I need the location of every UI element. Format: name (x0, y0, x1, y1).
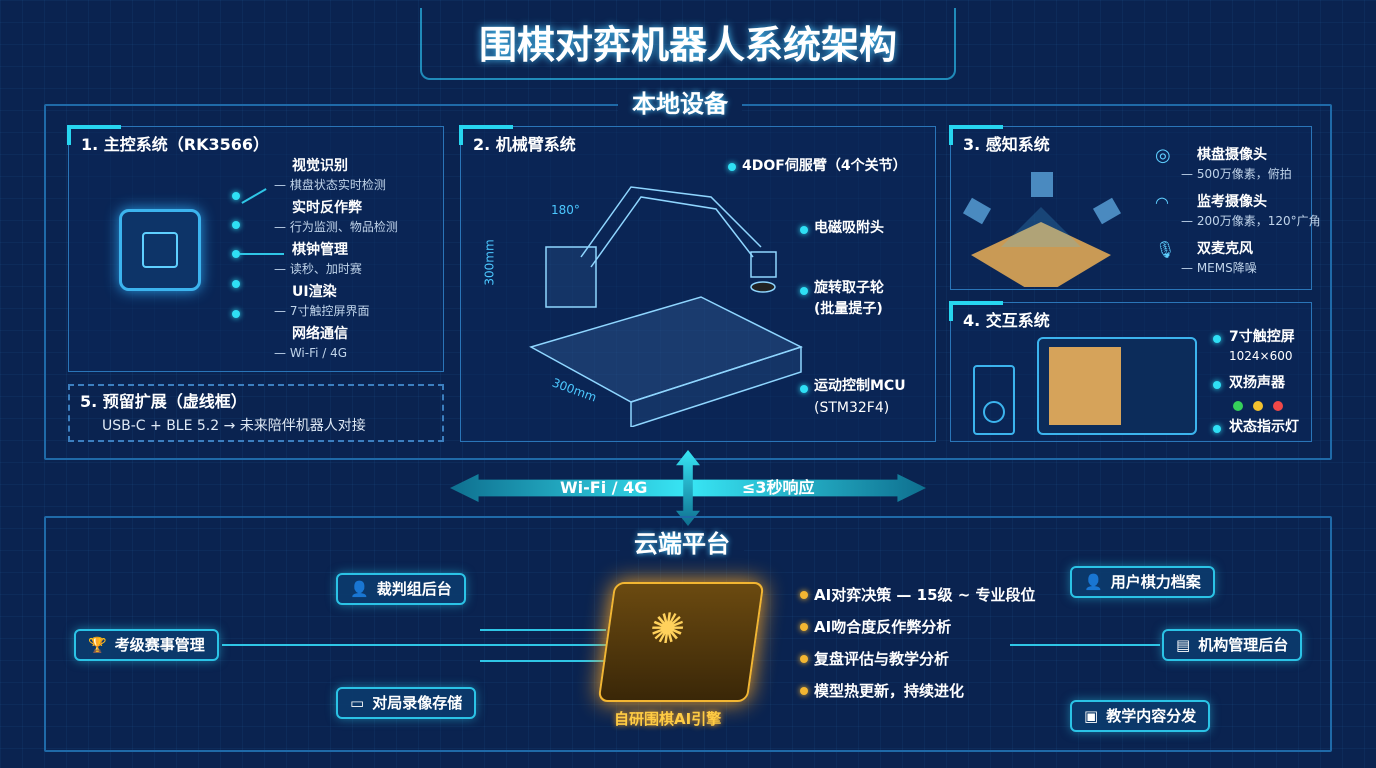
feature-label: 网络通信 (292, 326, 348, 342)
magnet-head-label: 电磁吸附头 (814, 220, 884, 236)
feature-desc: — 行为监测、物品检测 (274, 220, 398, 234)
microphone-icon: 🎙 (1155, 240, 1176, 259)
user-icon: 👤 (350, 580, 369, 598)
institution-backend-box[interactable]: ▤ 机构管理后台 (1162, 629, 1303, 661)
panel-title: 1. 主控系统（RK3566） (81, 135, 270, 154)
box-label: 考级赛事管理 (114, 636, 205, 654)
capture-wheel-desc: (批量提子) (814, 301, 883, 317)
ai-feature: AI吻合度反作弊分析 (814, 618, 952, 636)
user-rating-box[interactable]: 👤 用户棋力档案 (1070, 566, 1215, 598)
box-label: 教学内容分发 (1106, 707, 1197, 725)
cloud-platform-section (44, 516, 1332, 752)
panel-title: 4. 交互系统 (963, 311, 1050, 330)
reserve-title: 5. 预留扩展（虚线框） (80, 392, 247, 411)
box-label: 用户棋力档案 (1110, 573, 1201, 591)
camera-icon: ◎ (1155, 145, 1171, 166)
touchscreen-label: 7寸触控屏 (1229, 329, 1295, 345)
box-label: 裁判组后台 (376, 580, 452, 598)
sensor-desc: — MEMS降噪 (1181, 261, 1257, 275)
mcu-label: 运动控制MCU (814, 378, 906, 394)
sensor-label: 监考摄像头 (1197, 194, 1267, 210)
wide-angle-icon: ◠ (1155, 193, 1169, 212)
flow-line (222, 644, 606, 646)
feature-label: UI渲染 (292, 284, 337, 300)
interaction-panel: 4. 交互系统 7寸触控屏 1024×600 双扬声器 状态指示灯 (949, 301, 1312, 442)
sensor-desc: — 200万像素，120°广角 (1181, 214, 1321, 228)
mcu-desc: (STM32F4) (814, 400, 890, 416)
feature-label: 实时反作弊 (292, 200, 362, 216)
panel-title: 2. 机械臂系统 (473, 135, 576, 154)
referee-backend-box[interactable]: 👤 裁判组后台 (336, 573, 466, 605)
touchscreen-desc: 1024×600 (1229, 349, 1293, 363)
feature-desc: — 棋盘状态实时检测 (274, 178, 386, 192)
box-label: 对局录像存储 (372, 694, 463, 712)
box-label: 机构管理后台 (1198, 636, 1289, 654)
robot-arm-illustration (529, 186, 803, 427)
feature-label: 棋钟管理 (292, 242, 348, 258)
sensing-board-illustration (962, 172, 1121, 287)
arm-servo-label: 4DOF伺服臂（4个关节） (742, 158, 907, 174)
cloud-heading: 云端平台 (620, 530, 744, 559)
speaker-label: 双扬声器 (1229, 375, 1285, 391)
status-light-red (1273, 401, 1283, 411)
video-icon: ▭ (350, 694, 365, 712)
rotation-angle-label: 180° (551, 203, 580, 217)
exam-event-box[interactable]: 🏆 考级赛事管理 (74, 629, 219, 661)
game-recording-box[interactable]: ▭ 对局录像存储 (336, 687, 477, 719)
capture-wheel-label: 旋转取子轮 (814, 280, 884, 296)
ai-feature: AI对弈决策 — 15级 ~ 专业段位 (814, 586, 1036, 604)
go-board-display (1049, 347, 1121, 425)
feature-desc: — Wi-Fi / 4G (274, 346, 348, 360)
flow-line (1010, 644, 1160, 646)
robot-arm-panel: 2. 机械臂系统 180° 300mm 300mm (459, 125, 936, 442)
user-icon: 👤 (1084, 573, 1103, 591)
local-devices-heading: 本地设备 (618, 90, 742, 119)
ai-engine-chip: ✺ (597, 582, 765, 702)
feature-desc: — 读秒、加时赛 (274, 262, 362, 276)
link-network-label: Wi-Fi / 4G (560, 478, 648, 497)
sensor-label: 双麦克风 (1197, 241, 1253, 257)
sensing-panel: 3. 感知系统 ◎ 棋盘摄像头 — 500万像素，俯拍 ◠ 监考摄像头 — 20… (949, 125, 1321, 290)
flow-line (480, 660, 606, 662)
trophy-icon: 🏆 (88, 636, 107, 654)
reserve-desc: USB-C + BLE 5.2 → 未来陪伴机器人对接 (102, 418, 366, 434)
table-icon: ▤ (1176, 636, 1191, 654)
brain-icon: ✺ (646, 604, 689, 653)
speaker-icon (973, 365, 1015, 435)
height-dimension: 300mm (482, 239, 497, 286)
sensor-desc: — 500万像素，俯拍 (1181, 167, 1292, 181)
teaching-content-box[interactable]: ▣ 教学内容分发 (1070, 700, 1211, 732)
status-light-green (1233, 401, 1243, 411)
touchscreen-mockup (1037, 337, 1197, 435)
processor-chip-icon (119, 209, 201, 291)
flow-line (480, 629, 606, 631)
title-frame (420, 8, 956, 80)
ai-feature: 复盘评估与教学分析 (814, 650, 950, 668)
ai-engine-label: 自研围棋AI引擎 (614, 710, 722, 728)
page-title: 围棋对弈机器人系统架构 (478, 23, 897, 67)
sensor-label: 棋盘摄像头 (1197, 147, 1267, 163)
panel-title: 3. 感知系统 (963, 135, 1050, 154)
status-light-label: 状态指示灯 (1229, 419, 1299, 435)
feature-desc: — 7寸触控屏界面 (274, 304, 370, 318)
link-latency-label: ≤3秒响应 (742, 478, 815, 497)
ai-feature: 模型热更新，持续进化 (814, 682, 965, 700)
main-control-panel: 1. 主控系统（RK3566） (67, 125, 444, 372)
package-icon: ▣ (1084, 707, 1099, 725)
status-light-yellow (1253, 401, 1263, 411)
feature-label: 视觉识别 (292, 158, 348, 174)
reserve-expansion-box: 5. 预留扩展（虚线框） USB-C + BLE 5.2 → 未来陪伴机器人对接 (68, 384, 444, 442)
